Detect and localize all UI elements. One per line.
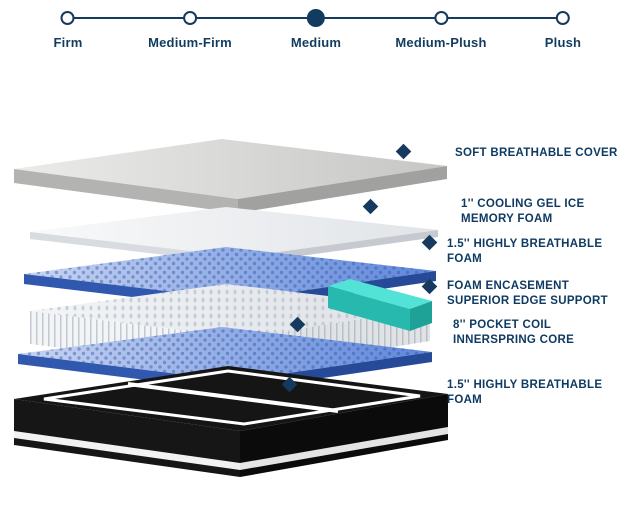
step-circle-icon[interactable] [183,11,197,25]
step-circle-icon[interactable] [434,11,448,25]
step-label[interactable]: Plush [544,35,582,50]
layer-soft-breathable-cover [14,139,447,213]
step-label[interactable]: Medium [290,35,342,50]
layer-label: 1.5'' HIGHLY BREATHABLE FOAM [447,238,603,265]
layer-label: FOAM ENCASEMENT SUPERIOR EDGE SUPPORT [447,280,608,307]
layer-foam-encasement [328,279,432,331]
firmness-step-firm[interactable]: Firm [54,7,83,50]
layer-label: SOFT BREATHABLE COVER [455,147,618,159]
step-circle-active-icon[interactable] [307,9,325,27]
firmness-step-medium[interactable]: Medium [291,7,341,50]
layer-label: 8'' POCKET COIL INNERSPRING CORE [453,319,575,346]
step-label[interactable]: Medium-Plush [395,35,487,50]
layer-label: 1.5'' HIGHLY BREATHABLE FOAM [447,379,603,406]
firmness-step-plush[interactable]: Plush [545,7,581,50]
firmness-selector: Firm Medium-Firm Medium Medium-Plush Plu… [0,0,640,60]
layer-label: 1'' COOLING GEL ICE MEMORY FOAM [461,198,585,225]
step-label[interactable]: Firm [53,35,83,50]
step-circle-icon[interactable] [556,11,570,25]
firmness-step-medium-plush[interactable]: Medium-Plush [395,7,486,50]
layer-foundation-base [14,366,448,477]
step-label[interactable]: Medium-Firm [148,35,232,50]
step-circle-icon[interactable] [60,11,75,25]
firmness-step-medium-firm[interactable]: Medium-Firm [148,7,232,50]
